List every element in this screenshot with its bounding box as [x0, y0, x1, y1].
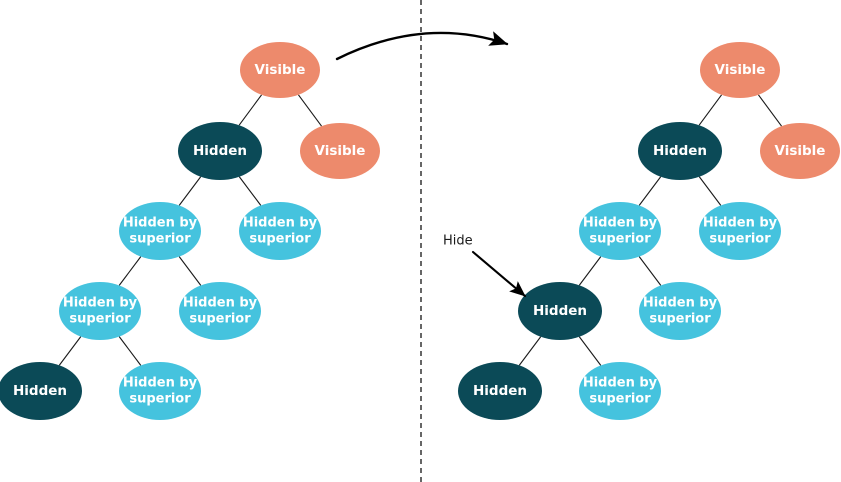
node-ellipse[interactable] — [240, 42, 320, 98]
tree-edges-layer — [58, 0, 783, 482]
tree-edge — [178, 256, 202, 286]
node-ellipse[interactable] — [699, 202, 781, 260]
tree-edge — [297, 94, 323, 127]
node-label: superior — [589, 392, 651, 407]
tree-edge — [178, 176, 202, 206]
tree-edge — [698, 176, 722, 206]
tree-node-visible[interactable]: Visible — [240, 42, 320, 98]
curved-arrow-icon — [335, 31, 509, 61]
node-label: Hidden by — [703, 216, 778, 231]
node-ellipse[interactable] — [300, 123, 380, 179]
tree-edge — [757, 94, 783, 127]
node-label: superior — [249, 232, 311, 247]
tree-edge — [238, 176, 262, 206]
node-ellipse[interactable] — [119, 362, 201, 420]
tree-node-visible[interactable]: Visible — [760, 123, 840, 179]
transition-arrow — [335, 31, 509, 61]
node-ellipse[interactable] — [700, 42, 780, 98]
node-label: Hidden by — [183, 296, 258, 311]
node-ellipse[interactable] — [179, 282, 261, 340]
node-label: Hidden by — [63, 296, 138, 311]
node-ellipse[interactable] — [638, 122, 722, 180]
arrow-icon — [471, 250, 527, 298]
tree-node-hidden[interactable]: Hidden — [518, 282, 602, 340]
tree-edge — [578, 336, 602, 366]
node-label: superior — [649, 312, 711, 327]
node-label: superior — [589, 232, 651, 247]
node-label: Visible — [775, 143, 826, 159]
node-ellipse[interactable] — [639, 282, 721, 340]
node-label: superior — [129, 232, 191, 247]
tree-edge — [698, 94, 723, 126]
tree-edge — [118, 256, 142, 286]
tree-edge — [118, 336, 142, 366]
tree-node-hidden[interactable]: Hidden — [638, 122, 722, 180]
node-label: Hidden by — [243, 216, 318, 231]
annotation-label: Hide — [443, 234, 473, 249]
node-label: Hidden by — [643, 296, 718, 311]
node-label: Hidden by — [583, 376, 658, 391]
node-ellipse[interactable] — [0, 362, 82, 420]
node-label: Hidden by — [123, 376, 198, 391]
tree-node-hidden[interactable]: Hidden — [0, 362, 82, 420]
node-ellipse[interactable] — [59, 282, 141, 340]
node-ellipse[interactable] — [518, 282, 602, 340]
annotations-layer: Hide — [335, 31, 527, 298]
node-label: Visible — [255, 62, 306, 78]
node-label: Visible — [315, 143, 366, 159]
tree-edge — [638, 256, 662, 286]
node-label: superior — [129, 392, 191, 407]
node-label: Hidden — [533, 303, 587, 319]
node-label: Hidden — [653, 143, 707, 159]
node-ellipse[interactable] — [119, 202, 201, 260]
tree-node-hidden[interactable]: Hidden — [458, 362, 542, 420]
node-label: Hidden — [193, 143, 247, 159]
node-label: superior — [189, 312, 251, 327]
node-label: Hidden by — [583, 216, 658, 231]
hide-annotation: Hide — [443, 234, 527, 298]
tree-edge — [518, 336, 542, 366]
node-label: Visible — [715, 62, 766, 78]
node-label: Hidden — [473, 383, 527, 399]
node-ellipse[interactable] — [458, 362, 542, 420]
tree-edge — [578, 256, 602, 286]
node-ellipse[interactable] — [178, 122, 262, 180]
node-label: Hidden by — [123, 216, 198, 231]
tree-node-visible[interactable]: Visible — [700, 42, 780, 98]
tree-node-hidden[interactable]: Hidden — [178, 122, 262, 180]
tree-edge — [638, 176, 662, 206]
node-ellipse[interactable] — [239, 202, 321, 260]
tree-edge — [238, 94, 263, 126]
tree-edge — [58, 336, 82, 366]
node-ellipse[interactable] — [760, 123, 840, 179]
tree-node-visible[interactable]: Visible — [300, 123, 380, 179]
node-label: Hidden — [13, 383, 67, 399]
node-ellipse[interactable] — [579, 362, 661, 420]
node-label: superior — [69, 312, 131, 327]
node-label: superior — [709, 232, 771, 247]
node-ellipse[interactable] — [579, 202, 661, 260]
